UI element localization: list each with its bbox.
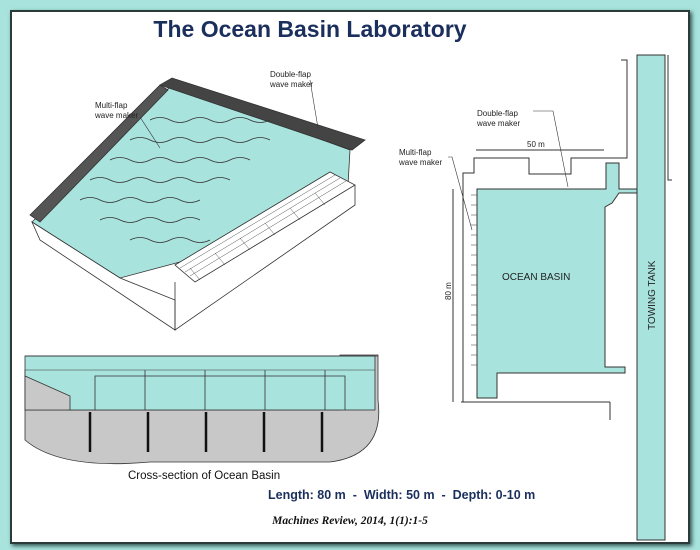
iso-double-flap-label-2: wave maker [269,80,313,89]
wave-lines [79,117,271,243]
cross-section [24,354,380,465]
multi-flap-paddles [471,194,477,366]
walkway-grid [179,174,347,281]
plan-double-flap-label: Double-flap [477,109,518,118]
iso-multi-flap-label: Multi-flap [95,101,128,110]
cross-section-caption: Cross-section of Ocean Basin [128,470,281,482]
top-grating [159,77,366,151]
width-dimension: 50 m [527,140,545,149]
ocean-basin-label: OCEAN BASIN [502,272,570,283]
towing-tank [636,54,666,541]
citation: Machines Review, 2014, 1(1):1-5 [272,515,428,527]
isometric-view [29,77,366,331]
dimensions-text: Length: 80 m - Width: 50 m - Depth: 0-10… [268,488,536,502]
iso-multi-flap-label-2: wave maker [94,111,138,120]
length-dimension: 80 m [444,282,453,300]
plan-multi-flap-label-2: wave maker [398,158,442,167]
plan-multi-flap-label: Multi-flap [399,148,432,157]
side-grating [29,84,169,223]
plan-view [448,54,672,541]
page-title: The Ocean Basin Laboratory [153,16,467,42]
iso-double-flap-label: Double-flap [270,70,311,79]
plan-double-flap-label-2: wave maker [476,119,520,128]
towing-tank-label: TOWING TANK [647,260,658,330]
